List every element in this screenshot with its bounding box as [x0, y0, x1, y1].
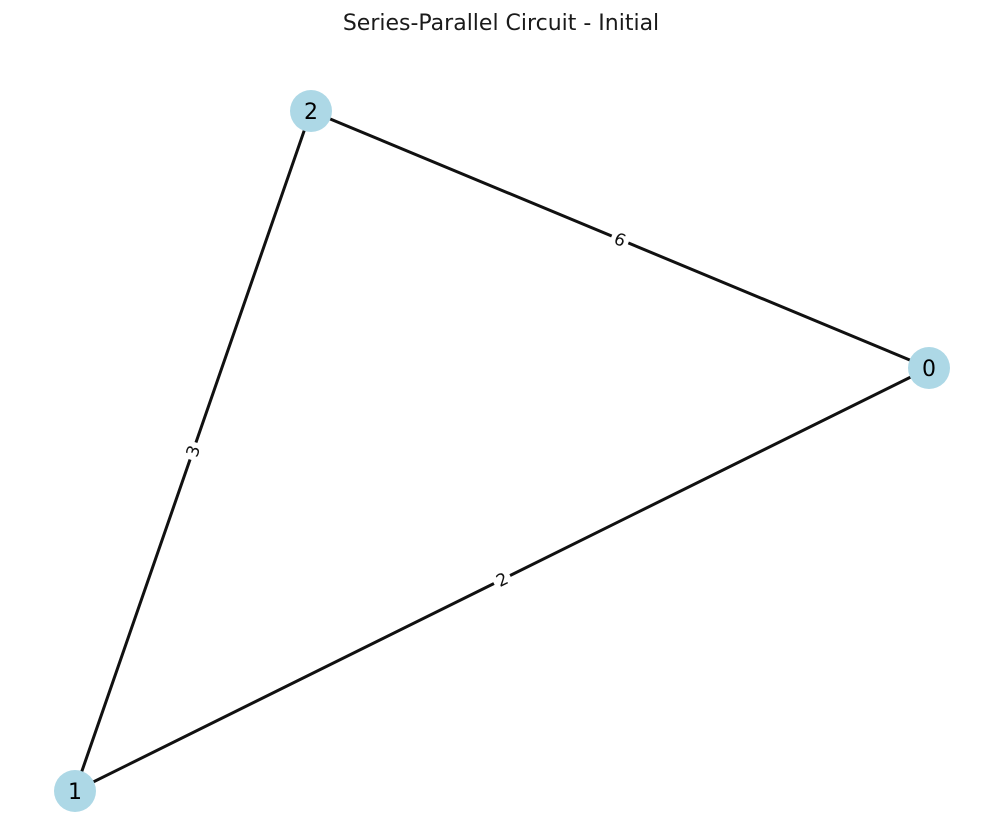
- edge-label-background: [180, 439, 206, 463]
- node-1: 1: [54, 770, 96, 812]
- edge-labels-layer: 6 3 2: [180, 226, 633, 593]
- edge-label-2-1: 3: [180, 439, 206, 463]
- node-2: 2: [290, 90, 332, 132]
- node-0: 0: [908, 347, 950, 389]
- edge-label-2-0: 6: [607, 226, 633, 253]
- node-circle: [54, 770, 96, 812]
- node-circle: [290, 90, 332, 132]
- edge-label-background: [489, 566, 515, 593]
- diagram-title: Series-Parallel Circuit - Initial: [343, 11, 659, 36]
- edge-label-background: [607, 226, 633, 253]
- node-label: 1: [68, 780, 82, 805]
- node-circle: [908, 347, 950, 389]
- node-label: 0: [922, 357, 936, 382]
- edge-label-1-0: 2: [489, 566, 515, 593]
- node-label: 2: [304, 100, 318, 125]
- nodes-layer: 0 1 2: [54, 90, 950, 812]
